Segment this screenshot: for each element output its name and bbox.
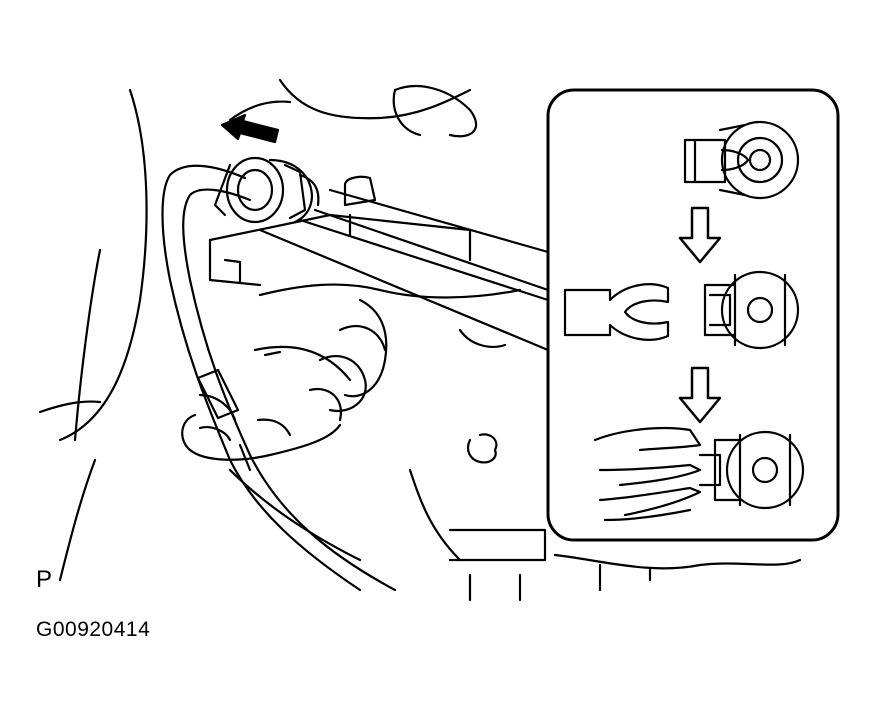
- callout-box: [548, 90, 838, 540]
- hose-fitting: [215, 158, 318, 222]
- figure-id: G00920414: [36, 618, 151, 641]
- callout-leaders: [260, 190, 548, 350]
- fuel-hose: [163, 166, 396, 590]
- step-arrow-down-1: [680, 208, 720, 262]
- engine-outline: [40, 80, 800, 600]
- step-3-clip-pressed: [595, 428, 803, 520]
- step-1-clip-installed: [685, 122, 798, 198]
- hose-clamp: [182, 370, 340, 470]
- step-arrow-down-2: [680, 368, 720, 422]
- step-2-clip-removed: [565, 272, 798, 348]
- view-label: P: [36, 566, 53, 593]
- pull-direction-arrow: [222, 115, 278, 142]
